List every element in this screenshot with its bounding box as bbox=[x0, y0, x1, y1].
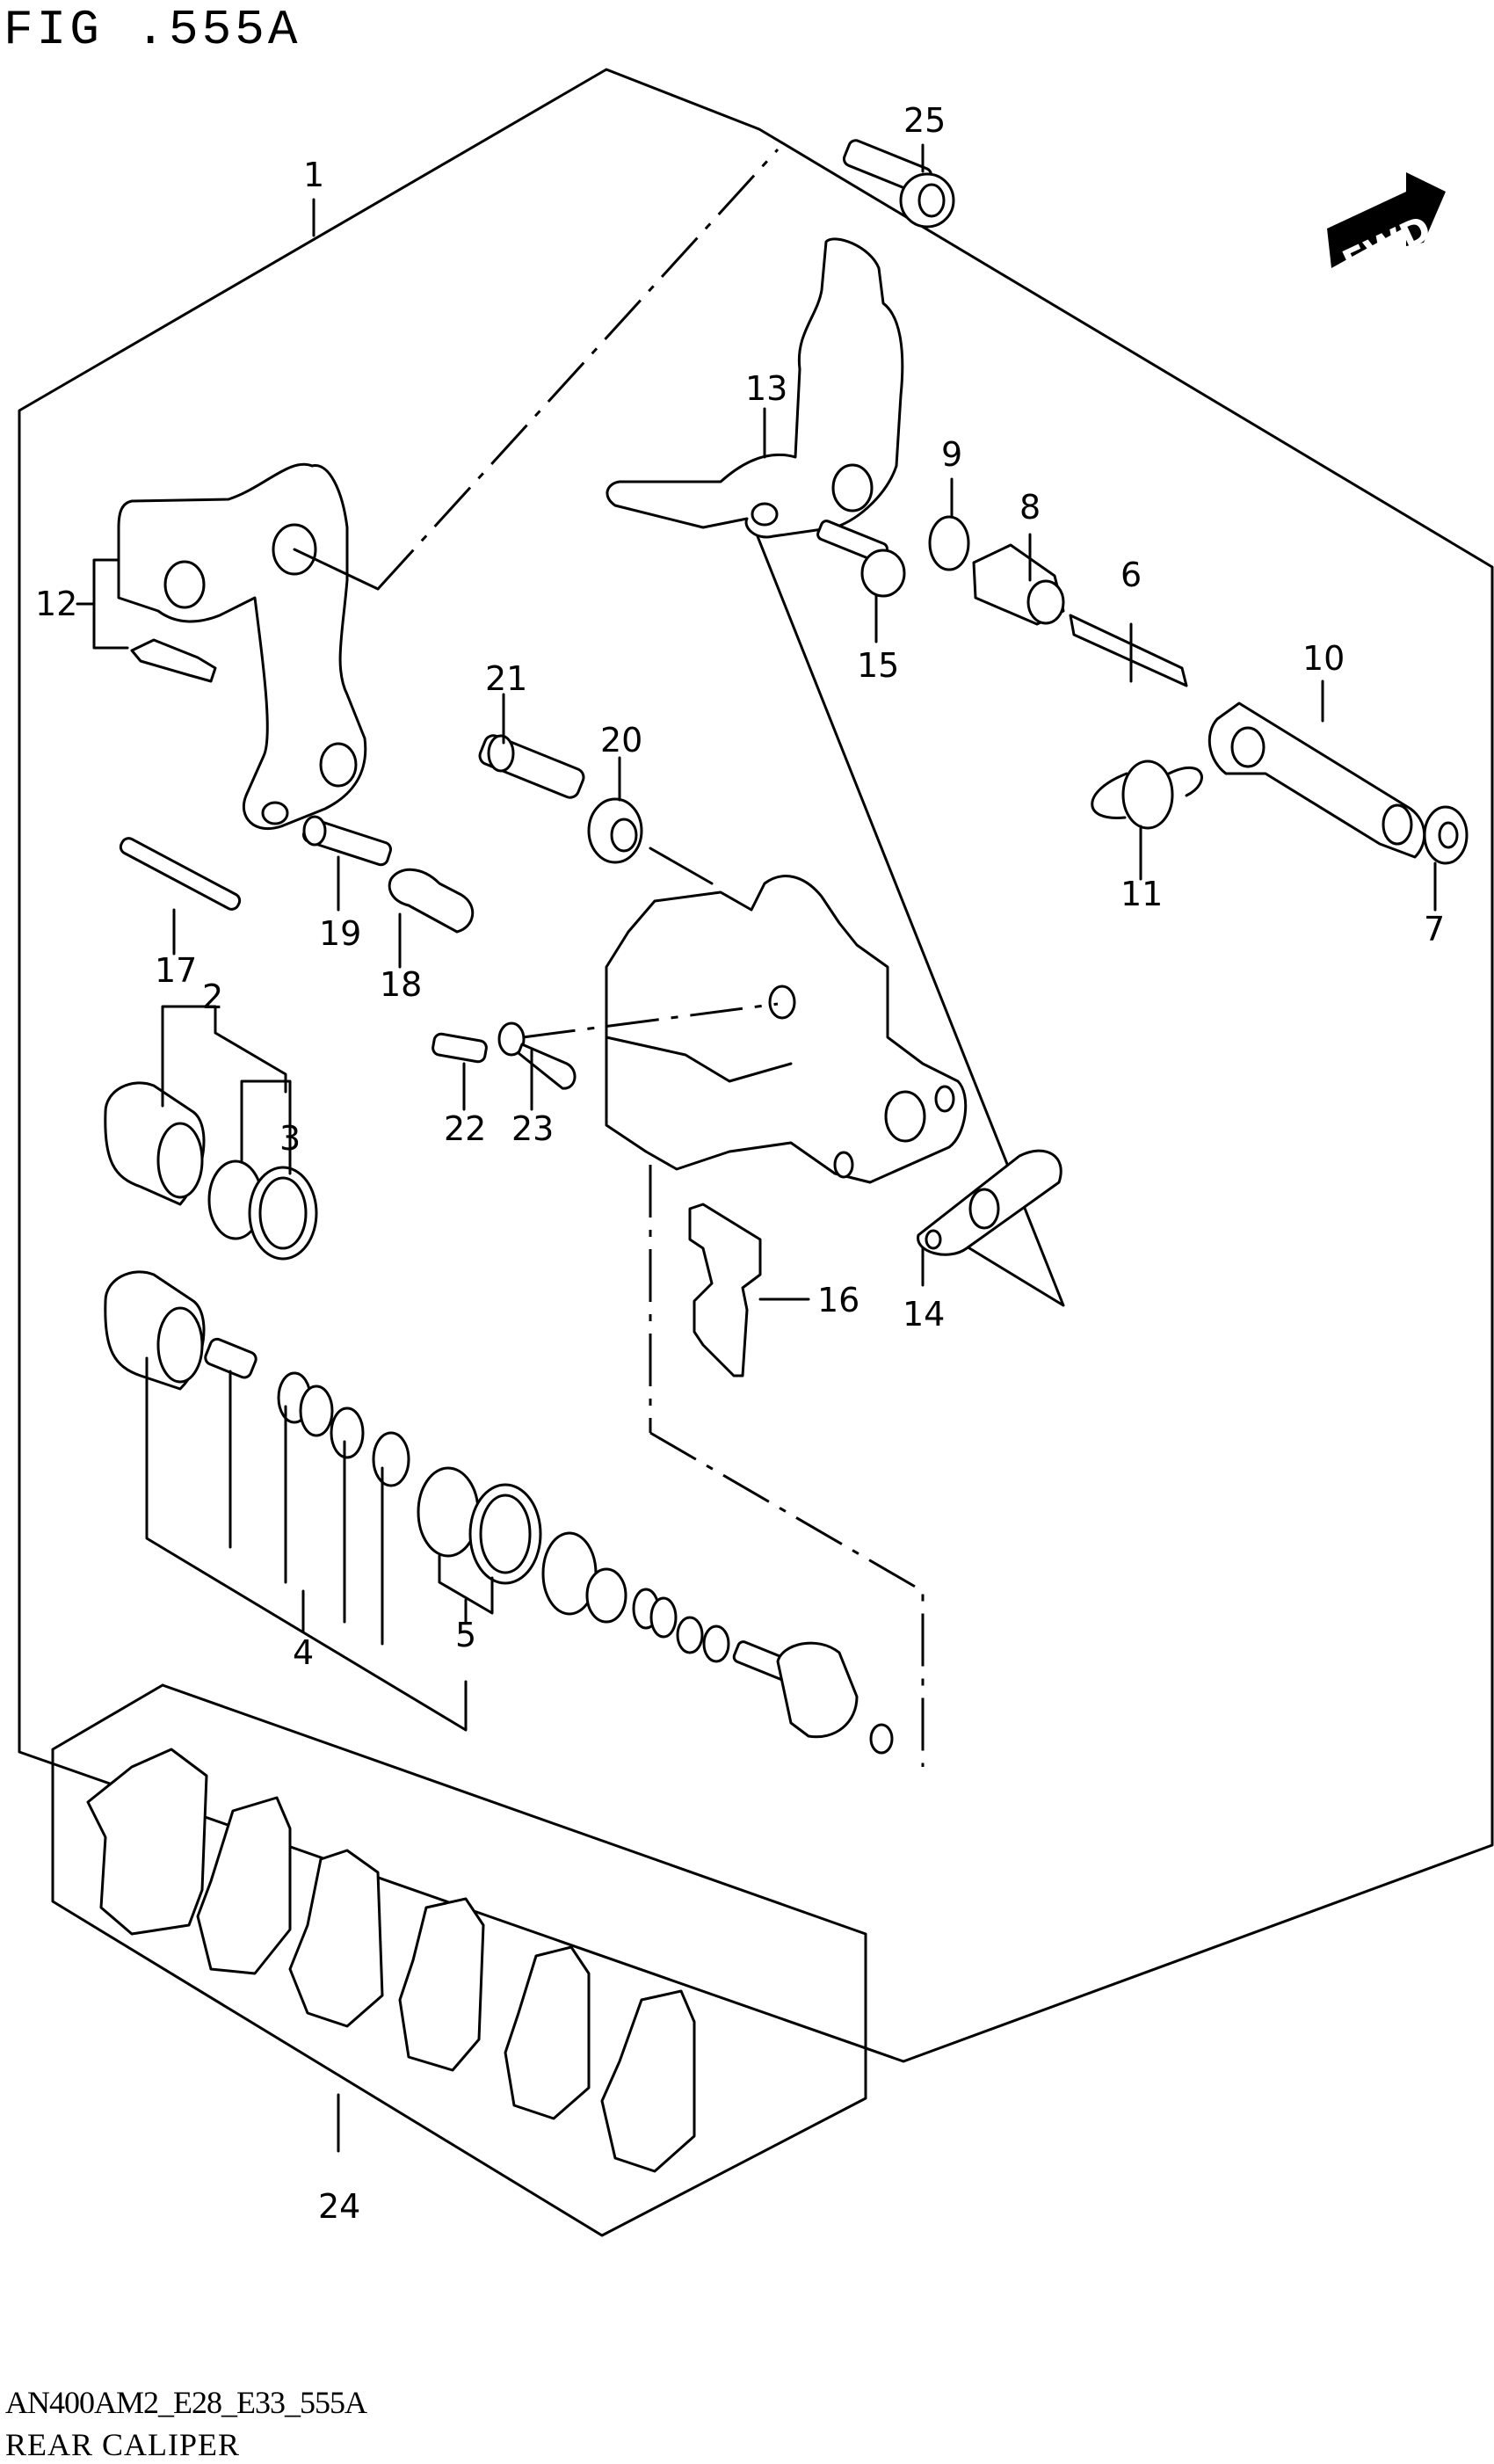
figure-title: FIG .555A bbox=[4, 2, 301, 58]
dash-line-adjuster bbox=[649, 1431, 925, 1767]
callout-21: 21 bbox=[485, 659, 527, 698]
part-22-bleeder-valve[interactable] bbox=[432, 1032, 488, 1064]
part-13-parking-bracket[interactable] bbox=[606, 237, 904, 539]
callout-5: 5 bbox=[455, 1616, 476, 1654]
callout-25: 25 bbox=[903, 101, 946, 140]
part-9-o-ring[interactable] bbox=[928, 515, 970, 571]
part-16-pad-spring[interactable] bbox=[688, 1203, 762, 1377]
pad-set-outline bbox=[51, 1683, 867, 2237]
callout-16: 16 bbox=[817, 1281, 859, 1319]
fwd-direction-arrow: FWD bbox=[1327, 172, 1446, 284]
part-4-piston-lower[interactable] bbox=[104, 1270, 410, 1487]
bracket-2-inner bbox=[240, 1079, 292, 1162]
part-14-gasket[interactable] bbox=[917, 1149, 1062, 1256]
callout-17: 17 bbox=[155, 951, 197, 990]
adjuster-assembly[interactable] bbox=[585, 1567, 894, 1755]
callout-2: 2 bbox=[202, 978, 223, 1016]
callout-1: 1 bbox=[303, 156, 324, 194]
part-15-bolt[interactable] bbox=[816, 520, 906, 598]
leader-12 bbox=[92, 558, 120, 606]
part-25-mounting-bolt[interactable] bbox=[842, 138, 955, 229]
callout-3: 3 bbox=[279, 1119, 301, 1158]
bleeder-guide-line bbox=[522, 1002, 779, 1039]
part-12-caliper-bracket[interactable] bbox=[117, 462, 380, 831]
bracket-2 bbox=[161, 1005, 287, 1108]
bracket-13-guide bbox=[745, 508, 1065, 1307]
callout-19: 19 bbox=[319, 914, 361, 953]
callout-23: 23 bbox=[511, 1109, 554, 1148]
part-3-dust-seal[interactable] bbox=[248, 1166, 318, 1261]
dash-line-bracket bbox=[376, 148, 780, 591]
part-7-nut[interactable] bbox=[1423, 805, 1469, 865]
drawing-code: AN400AM2_E28_E33_555A bbox=[5, 2385, 367, 2420]
callout-9: 9 bbox=[941, 435, 962, 474]
part-17-pin[interactable] bbox=[119, 836, 243, 912]
bracket-4 bbox=[145, 1356, 468, 1732]
callout-10: 10 bbox=[1302, 639, 1345, 678]
caliper-body[interactable] bbox=[605, 875, 968, 1184]
part-11-return-spring[interactable] bbox=[1091, 760, 1203, 830]
callout-24: 24 bbox=[318, 2187, 360, 2226]
callout-15: 15 bbox=[857, 646, 899, 685]
part-8-adjuster-bolt[interactable] bbox=[972, 543, 1065, 626]
callout-22: 22 bbox=[444, 1109, 486, 1148]
callout-12: 12 bbox=[35, 585, 77, 623]
callout-20: 20 bbox=[600, 721, 642, 760]
part-19-pin-boot[interactable] bbox=[301, 815, 392, 867]
callout-11: 11 bbox=[1120, 875, 1163, 913]
callout-8: 8 bbox=[1019, 488, 1041, 527]
drawing-title: REAR CALIPER bbox=[5, 2427, 241, 2462]
callout-6: 6 bbox=[1120, 556, 1142, 594]
part-10-lever[interactable] bbox=[1208, 701, 1426, 859]
callout-14: 14 bbox=[903, 1295, 945, 1334]
callout-4: 4 bbox=[293, 1633, 314, 1672]
part-18-slide-pin[interactable] bbox=[388, 868, 475, 934]
part-21-slide-bolt[interactable] bbox=[477, 733, 586, 800]
part-6-spring[interactable] bbox=[1069, 614, 1188, 687]
part-2-piston-upper[interactable] bbox=[104, 1081, 206, 1206]
bracket-5 bbox=[438, 1554, 494, 1615]
callout-13: 13 bbox=[745, 369, 787, 408]
callout-7: 7 bbox=[1424, 910, 1445, 949]
leader-12b bbox=[92, 602, 129, 650]
callout-18: 18 bbox=[380, 965, 422, 1004]
part-5-seal-set[interactable] bbox=[417, 1466, 598, 1616]
part-24-brake-pad-set[interactable] bbox=[86, 1748, 696, 2173]
boot-guide-line bbox=[649, 847, 714, 885]
part-20-boot[interactable] bbox=[587, 797, 643, 864]
